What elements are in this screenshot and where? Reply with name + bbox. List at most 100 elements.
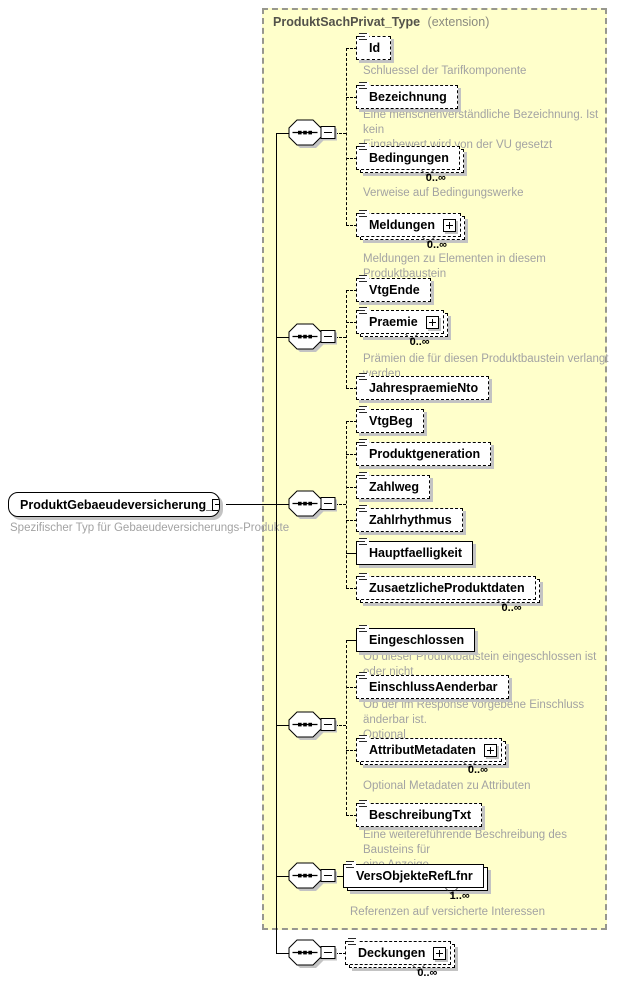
expand-icon[interactable]: [442, 218, 456, 232]
element-box[interactable]: Praemie: [356, 307, 444, 334]
element-label: VtgBeg: [369, 414, 413, 428]
element-label: Praemie: [369, 315, 418, 329]
cardinality-label: 0..∞: [501, 602, 522, 614]
element-annotation: Verweise auf Bedingungswerke: [363, 187, 524, 199]
element-box[interactable]: Produktgeneration: [356, 439, 492, 466]
element-bezeichnung[interactable]: Bezeichnung: [356, 82, 458, 109]
connector-line: [346, 421, 357, 422]
element-box[interactable]: VtgBeg: [356, 406, 424, 433]
simple-content-icon: [359, 625, 369, 633]
sequence-icon[interactable]: [288, 322, 338, 357]
connector-line: [346, 815, 357, 816]
element-box[interactable]: AttributMetadaten: [356, 735, 502, 762]
element-box[interactable]: ZusaetzlicheProduktdaten: [356, 573, 536, 600]
simple-content-icon: [359, 143, 369, 151]
cardinality-label: 0..∞: [426, 239, 447, 251]
element-hauptfaelligkeit[interactable]: Hauptfaelligkeit: [356, 538, 474, 565]
connector-line: [335, 725, 346, 726]
element-eingeschlossen[interactable]: Eingeschlossen: [356, 625, 476, 652]
connector-line: [346, 588, 357, 589]
connector-line: [346, 750, 357, 751]
collapse-icon[interactable]: [212, 498, 219, 511]
element-meldungen[interactable]: Meldungen 0..∞: [356, 210, 465, 251]
expand-icon[interactable]: [433, 946, 447, 960]
element-label: VersObjekteRefLfnr: [356, 869, 473, 883]
element-vtgbeg[interactable]: VtgBeg: [356, 406, 424, 433]
element-id[interactable]: Id: [356, 33, 392, 60]
sequence-icon[interactable]: [288, 861, 338, 896]
connector-line: [346, 225, 357, 226]
element-box[interactable]: Bezeichnung: [356, 82, 458, 109]
simple-content-icon: [359, 82, 369, 90]
cardinality-label: 0..∞: [425, 172, 446, 184]
element-box[interactable]: JahrespraemieNto: [356, 373, 490, 400]
simple-content-icon: [359, 33, 369, 41]
sequence-icon[interactable]: [288, 489, 338, 524]
element-box[interactable]: BeschreibungTxt: [356, 800, 483, 827]
element-zahlweg[interactable]: Zahlweg: [356, 472, 431, 499]
element-beschreibungtxt[interactable]: BeschreibungTxt: [356, 800, 483, 827]
element-label: Zahlrhythmus: [369, 513, 452, 527]
connector-line: [346, 158, 357, 159]
element-box[interactable]: Zahlrhythmus: [356, 505, 463, 532]
simple-content-icon: [359, 439, 369, 447]
element-label: Hauptfaelligkeit: [369, 546, 463, 560]
root-element[interactable]: ProduktGebaeudeversicherung_T...: [8, 492, 220, 517]
element-bedingungen[interactable]: Bedingungen 0..∞: [356, 143, 464, 184]
element-jahrespraemiento[interactable]: JahrespraemieNto: [356, 373, 490, 400]
element-annotation: Schluessel der Tarifkomponente: [363, 65, 527, 77]
connector-line: [276, 133, 290, 134]
sequence-icon[interactable]: [288, 938, 338, 973]
simple-content-icon: [359, 505, 369, 513]
element-box[interactable]: Bedingungen: [356, 143, 460, 170]
element-label: VtgEnde: [369, 283, 420, 297]
simple-content-icon: [359, 373, 369, 381]
connector-line: [346, 454, 357, 455]
element-box[interactable]: Eingeschlossen: [356, 625, 476, 652]
element-box[interactable]: VersObjekteRefLfnr: [343, 861, 484, 888]
element-vtgende[interactable]: VtgEnde: [356, 275, 431, 302]
root-element-box[interactable]: ProduktGebaeudeversicherung_T...: [8, 492, 220, 517]
simple-content-icon: [359, 275, 369, 283]
connector-line: [226, 504, 290, 505]
element-box[interactable]: Meldungen: [356, 210, 461, 237]
simple-content-icon: [359, 210, 369, 218]
connector-line: [346, 290, 347, 388]
element-produktgeneration[interactable]: Produktgeneration: [356, 439, 492, 466]
connector-line: [346, 487, 357, 488]
simple-content-icon: [359, 538, 369, 546]
element-zahlrhythmus[interactable]: Zahlrhythmus: [356, 505, 463, 532]
cardinality-label: 0..∞: [417, 967, 438, 979]
root-element-label: ProduktGebaeudeversicherung_T...: [20, 497, 220, 512]
element-annotation: Meldungen zu Elementen in diesem Produkt…: [363, 253, 546, 280]
element-einschlussaenderbar[interactable]: EinschlussAenderbar: [356, 672, 509, 699]
simple-content-icon: [359, 800, 369, 808]
element-zusaetzlicheproduktdaten[interactable]: ZusaetzlicheProduktdaten 0..∞: [356, 573, 540, 614]
element-annotation: Ob dieser Produktbaustein eingeschlossen…: [363, 651, 597, 678]
element-box[interactable]: Id: [356, 33, 392, 60]
element-box[interactable]: Zahlweg: [356, 472, 431, 499]
element-label: Eingeschlossen: [369, 633, 465, 647]
connector-line: [346, 48, 347, 225]
expand-icon[interactable]: [483, 743, 497, 757]
element-deckungen[interactable]: Deckungen 0..∞: [345, 938, 456, 979]
connector-line: [276, 953, 290, 954]
connector-line: [346, 553, 357, 554]
element-label: AttributMetadaten: [369, 743, 476, 757]
element-box[interactable]: EinschlussAenderbar: [356, 672, 509, 699]
simple-content-icon: [346, 861, 356, 869]
connector-line: [276, 725, 290, 726]
element-box[interactable]: Deckungen: [345, 938, 452, 965]
expand-icon[interactable]: [425, 315, 439, 329]
sequence-icon[interactable]: [288, 118, 338, 153]
sequence-icon[interactable]: [288, 710, 338, 745]
simple-content-icon: [359, 307, 369, 315]
panel-title-name: ProduktSachPrivat_Type: [273, 15, 421, 29]
element-box[interactable]: VtgEnde: [356, 275, 431, 302]
element-box[interactable]: Hauptfaelligkeit: [356, 538, 474, 565]
connector-line: [335, 504, 346, 505]
